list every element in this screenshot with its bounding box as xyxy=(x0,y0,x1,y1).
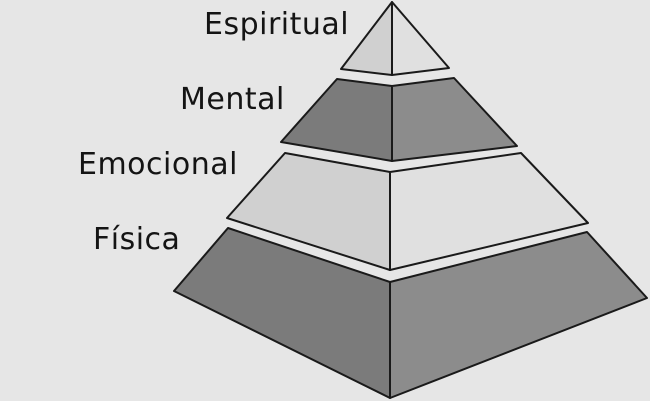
pyramid-tier-espiritual xyxy=(340,1,450,76)
layer-label-fisica: Física xyxy=(93,222,181,257)
layer-label-emocional: Emocional xyxy=(78,147,238,182)
tier-emocional-right-face xyxy=(389,152,589,271)
pyramid-tier-mental xyxy=(280,77,518,162)
pyramid-tier-emocional xyxy=(226,152,589,271)
pyramid-tier-fisica xyxy=(173,227,648,399)
tier-mental-left-face xyxy=(280,78,393,162)
tier-espiritual-right-face xyxy=(391,1,450,76)
layer-label-mental: Mental xyxy=(180,82,285,117)
layer-label-espiritual: Espiritual xyxy=(204,7,350,42)
tier-mental-right-face xyxy=(391,77,518,162)
tier-fisica-right-face xyxy=(389,231,648,399)
